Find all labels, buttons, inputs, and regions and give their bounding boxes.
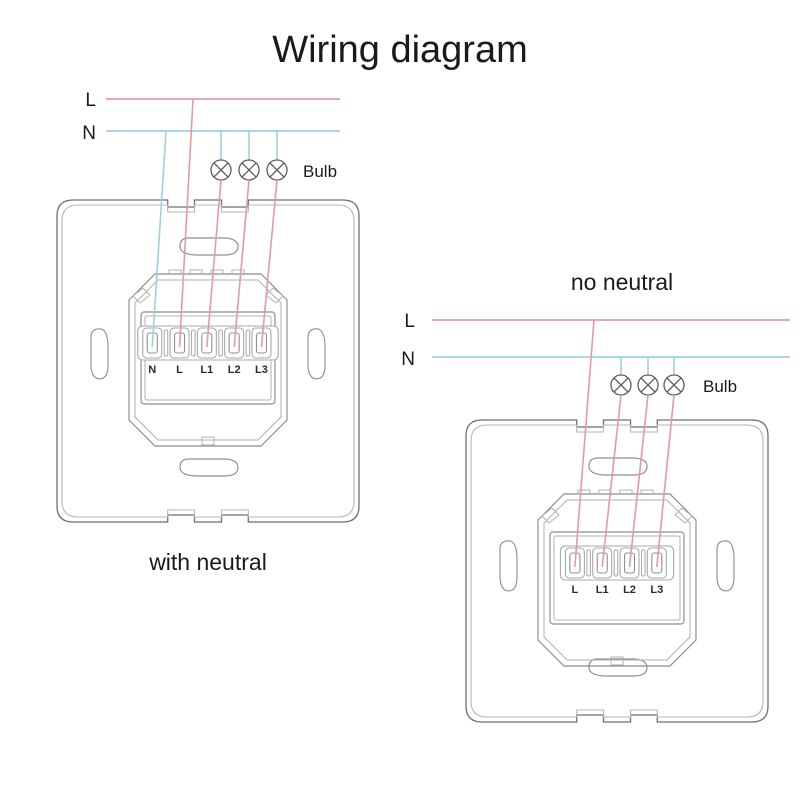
module-rib bbox=[640, 489, 654, 494]
plate-slot-top bbox=[179, 237, 239, 256]
bulb-label: Bulb bbox=[703, 377, 737, 396]
module-rib bbox=[210, 269, 224, 274]
terminal-separator bbox=[245, 329, 251, 357]
bulb-cross-stroke bbox=[613, 377, 629, 393]
plate-slot-bottom bbox=[588, 658, 648, 677]
plate-slot-left bbox=[499, 540, 518, 592]
live-drop-to-terminal bbox=[178, 98, 194, 348]
module-rib bbox=[577, 489, 591, 494]
page-title: Wiring diagram bbox=[272, 29, 528, 71]
terminal-label-l1: L1 bbox=[200, 364, 213, 376]
terminal-label-l3: L3 bbox=[650, 584, 663, 596]
module-bottom-tab bbox=[610, 656, 624, 666]
module-clip-left bbox=[132, 287, 151, 304]
terminal-label-l1: L1 bbox=[596, 584, 609, 596]
bulb-cross-stroke bbox=[666, 377, 682, 393]
plate-inner-edge bbox=[61, 204, 355, 518]
diagram-caption-with-neutral: with neutral bbox=[148, 549, 267, 575]
terminal-label-l3: L3 bbox=[255, 364, 268, 376]
plate-slot-bottom bbox=[179, 458, 239, 477]
module-clip-right bbox=[674, 507, 693, 524]
terminal-separator bbox=[191, 329, 196, 357]
module-rib bbox=[619, 489, 633, 494]
plate-inner-edge bbox=[470, 424, 764, 718]
plate-slot-top bbox=[588, 457, 648, 476]
terminal-separator bbox=[613, 549, 619, 577]
terminal-label-n: N bbox=[148, 364, 156, 376]
plate-slot-right bbox=[307, 328, 326, 380]
bulb-cross-stroke bbox=[241, 162, 257, 178]
diagram-caption-no-neutral: no neutral bbox=[571, 269, 673, 295]
module-rib bbox=[231, 269, 245, 274]
module-body-outer bbox=[128, 273, 288, 447]
bulb-cross-stroke bbox=[213, 162, 229, 178]
module-body-inner bbox=[543, 499, 691, 661]
terminal-label-l: L bbox=[572, 584, 579, 596]
module-clip-left bbox=[541, 507, 560, 524]
live-wire-label: L bbox=[85, 90, 96, 111]
module-face bbox=[549, 531, 685, 625]
module-rib bbox=[189, 269, 203, 274]
bulb-return-wire bbox=[260, 179, 278, 348]
live-drop-to-terminal bbox=[574, 319, 595, 568]
terminal-separator bbox=[218, 329, 223, 357]
bulb-return-wire bbox=[233, 179, 250, 348]
module-bottom-tab bbox=[201, 436, 215, 446]
module-face-inner bbox=[553, 535, 681, 621]
wiring-with-neutral bbox=[106, 98, 340, 348]
plate-slot-right bbox=[716, 540, 735, 592]
module-rib bbox=[598, 489, 612, 494]
bulb-cross-stroke bbox=[640, 377, 656, 393]
module-body-inner bbox=[134, 279, 282, 441]
plate-slot-left bbox=[90, 328, 109, 380]
plate-outer-edge bbox=[465, 419, 769, 723]
bulb-return-wire bbox=[628, 394, 649, 568]
module-rib bbox=[168, 269, 182, 274]
bulb-return-wire bbox=[656, 394, 675, 568]
terminal-separator bbox=[163, 329, 169, 357]
bulb-return-wire bbox=[206, 179, 222, 348]
neutral-wire-label: N bbox=[401, 349, 415, 370]
terminal-label-l: L bbox=[176, 364, 183, 376]
live-wire-label: L bbox=[404, 311, 415, 332]
bulb-cross-stroke bbox=[269, 162, 285, 178]
terminal-separator bbox=[586, 549, 591, 577]
neutral-drop-to-terminal bbox=[151, 130, 167, 348]
terminal-separator bbox=[641, 549, 646, 577]
neutral-wire-label: N bbox=[82, 123, 96, 144]
plate-outer-edge bbox=[56, 199, 360, 523]
bulb-return-wire bbox=[601, 394, 622, 568]
bulb-label: Bulb bbox=[303, 162, 337, 181]
terminal-label-l2: L2 bbox=[228, 364, 241, 376]
module-body-outer bbox=[537, 493, 697, 667]
terminal-label-l2: L2 bbox=[623, 584, 636, 596]
wiring-no-neutral bbox=[432, 319, 790, 568]
